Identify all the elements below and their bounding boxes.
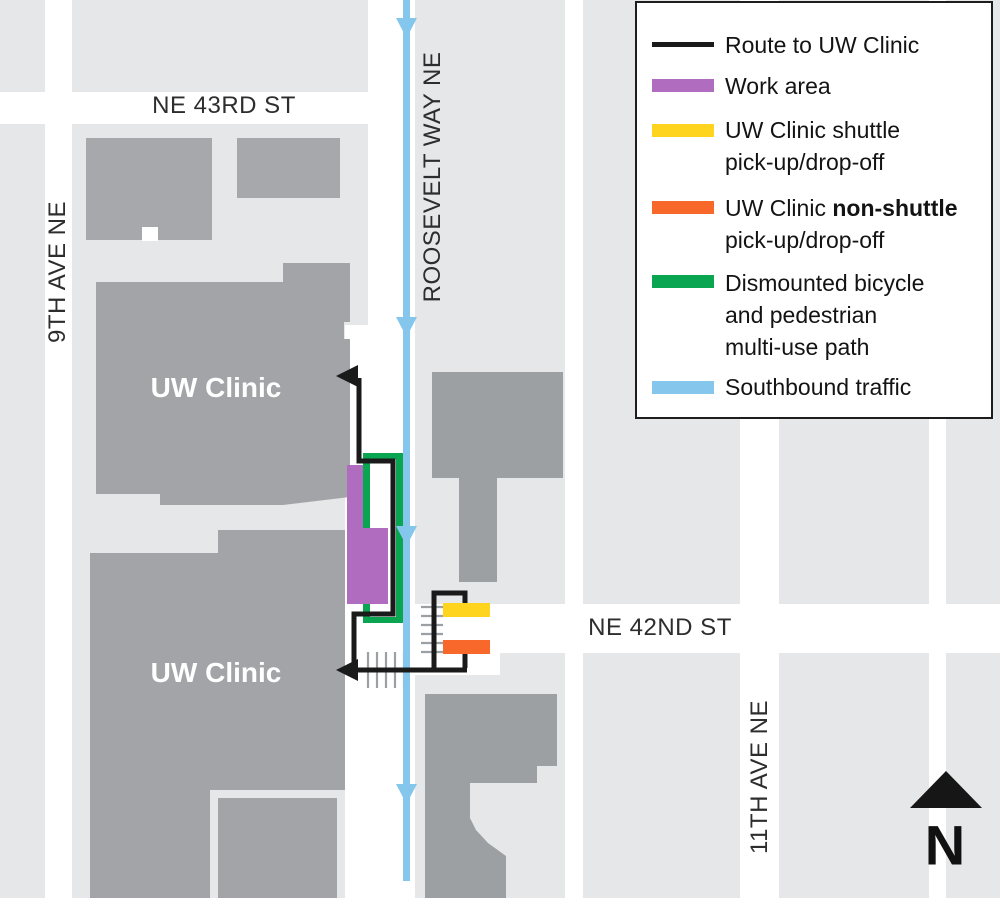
legend: Route to UW Clinic Work area UW Clinic s… bbox=[635, 1, 993, 419]
north-label: N bbox=[924, 813, 966, 877]
legend-shuttle-swatch bbox=[652, 124, 714, 137]
legend-non-shuttle-line1-bold: non-shuttle bbox=[832, 195, 958, 221]
building bbox=[218, 798, 337, 898]
block bbox=[0, 124, 45, 898]
legend-path-line2: and pedestrian bbox=[725, 302, 878, 328]
block bbox=[0, 0, 45, 92]
southbound-arrow-icon bbox=[396, 784, 417, 804]
uw-clinic-north-building bbox=[96, 263, 350, 505]
southbound-arrow-icon bbox=[396, 18, 417, 38]
legend-non-shuttle-line1: UW Clinic non-shuttle bbox=[725, 192, 958, 224]
legend-non-shuttle-label: UW Clinic non-shuttle pick-up/drop-off bbox=[725, 192, 958, 256]
street-label-roosevelt: ROOSEVELT WAY NE bbox=[419, 51, 446, 303]
legend-path-line3: multi-use path bbox=[725, 334, 870, 360]
building bbox=[86, 138, 212, 240]
route-to-uw-clinic bbox=[336, 365, 468, 681]
block bbox=[583, 653, 740, 898]
legend-route-label: Route to UW Clinic bbox=[725, 32, 920, 58]
legend-work-area-swatch bbox=[652, 79, 714, 92]
block bbox=[779, 653, 929, 898]
buildings bbox=[86, 138, 563, 898]
legend-shuttle-line2: pick-up/drop-off bbox=[725, 149, 885, 175]
street-label-ne-42nd: NE 42ND ST bbox=[588, 614, 732, 641]
legend-southbound-swatch bbox=[652, 381, 714, 394]
legend-shuttle-line1: UW Clinic shuttle bbox=[725, 117, 901, 143]
legend-shuttle-label: UW Clinic shuttle pick-up/drop-off bbox=[725, 114, 900, 178]
legend-path-line1: Dismounted bicycle bbox=[725, 270, 925, 296]
legend-southbound-label: Southbound traffic bbox=[725, 374, 912, 400]
building-south-of-42nd bbox=[425, 694, 557, 898]
non-shuttle-pickup-zone bbox=[443, 640, 490, 654]
shuttle-pickup-zone bbox=[443, 603, 490, 617]
route-arrow-icon bbox=[336, 365, 358, 387]
uw-clinic-north-label: UW Clinic bbox=[150, 372, 282, 403]
southbound-traffic-line bbox=[396, 0, 417, 881]
work-area bbox=[347, 465, 388, 604]
block bbox=[72, 0, 368, 92]
legend-route-swatch bbox=[652, 42, 714, 47]
street-label-11th-ave: 11TH AVE NE bbox=[746, 700, 773, 854]
legend-work-area-label: Work area bbox=[725, 73, 831, 99]
work-area-upper bbox=[347, 465, 363, 528]
uw-clinic-south-label: UW Clinic bbox=[150, 657, 282, 688]
street-label-ne-43rd: NE 43RD ST bbox=[152, 92, 296, 119]
street-label-9th-ave: 9TH AVE NE bbox=[44, 201, 71, 343]
t-shaped-building bbox=[432, 372, 563, 582]
southbound-arrow-icon bbox=[396, 317, 417, 337]
legend-path-label: Dismounted bicycle and pedestrian multi-… bbox=[725, 267, 924, 363]
building bbox=[237, 138, 340, 198]
uw-clinic-south-building bbox=[90, 530, 345, 898]
legend-path-swatch bbox=[652, 275, 714, 288]
route-arrow-icon bbox=[336, 659, 358, 681]
legend-non-shuttle-line1-normal: UW Clinic bbox=[725, 195, 833, 221]
block bbox=[946, 653, 1000, 898]
north-arrow-icon bbox=[910, 771, 982, 808]
legend-non-shuttle-swatch bbox=[652, 201, 714, 214]
legend-non-shuttle-line2: pick-up/drop-off bbox=[725, 227, 885, 253]
southbound-arrow-icon bbox=[396, 526, 417, 546]
work-area-lower bbox=[347, 528, 388, 604]
building-notch bbox=[142, 227, 158, 241]
